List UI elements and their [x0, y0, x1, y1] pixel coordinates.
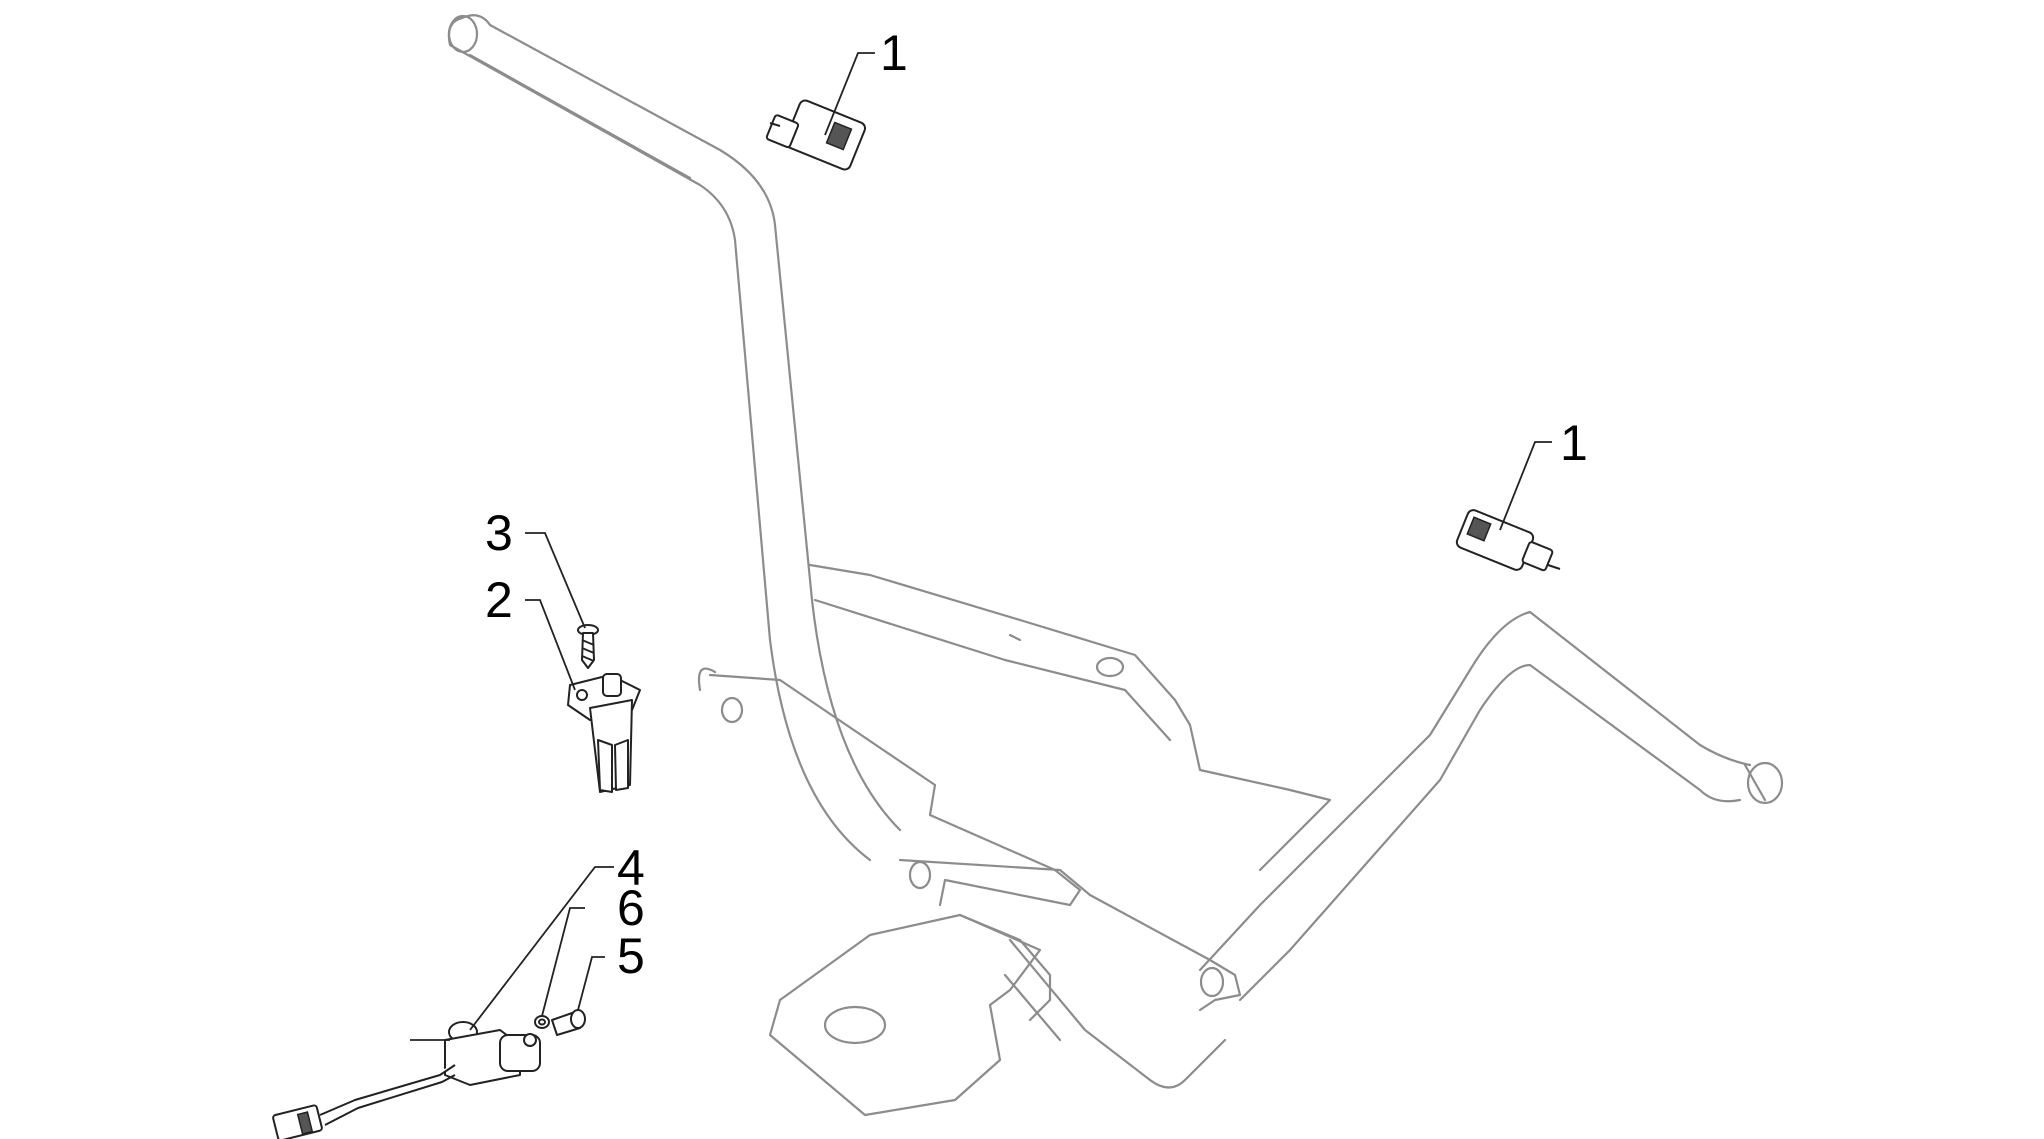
part-5-bolt — [551, 1009, 586, 1036]
callout-2: 2 — [485, 572, 513, 628]
part-2-switch — [567, 673, 641, 793]
callout-labels: 1 1 3 2 4 6 5 — [485, 25, 1588, 984]
callout-6: 6 — [617, 880, 645, 936]
handlebar-frame — [447, 14, 1784, 1117]
callout-1-right: 1 — [1560, 415, 1588, 471]
leader-lines — [469, 52, 1552, 1031]
callout-5: 5 — [617, 928, 645, 984]
callout-1-top: 1 — [880, 25, 908, 81]
callout-4: 4 — [617, 840, 645, 896]
part-1-right — [1455, 509, 1561, 572]
part-4-sensor — [272, 1021, 541, 1139]
part-1-top — [765, 99, 867, 171]
part-3-screw — [577, 624, 599, 669]
callout-3: 3 — [485, 505, 513, 561]
part-6-washer — [534, 1015, 550, 1029]
